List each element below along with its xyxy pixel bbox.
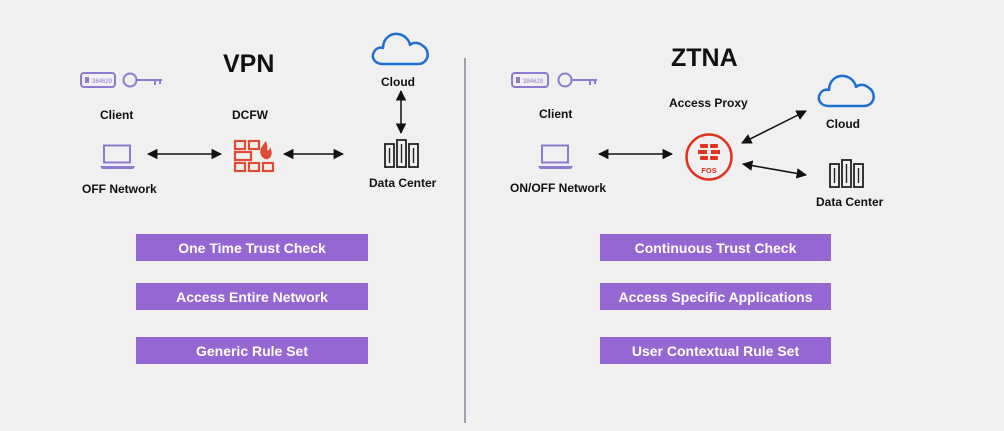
cloud-icon bbox=[371, 32, 429, 66]
laptop-icon bbox=[100, 144, 135, 169]
vpn-feature-1: One Time Trust Check bbox=[136, 234, 368, 261]
server-rack-icon bbox=[384, 139, 419, 168]
vpn-feature-3: Generic Rule Set bbox=[136, 337, 368, 364]
token-icon: 384629 bbox=[80, 72, 116, 88]
laptop-icon bbox=[538, 144, 573, 169]
ztna-cloud-label: Cloud bbox=[826, 117, 860, 131]
cloud-icon bbox=[817, 74, 875, 108]
vpn-title: VPN bbox=[223, 50, 275, 78]
vpn-feature-2: Access Entire Network bbox=[136, 283, 368, 310]
ztna-feature-3: User Contextual Rule Set bbox=[600, 337, 831, 364]
ztna-feature-1: Continuous Trust Check bbox=[600, 234, 831, 261]
ztna-client-label: Client bbox=[539, 107, 573, 121]
vpn-network-label: OFF Network bbox=[82, 182, 157, 196]
token-icon: 384629 bbox=[511, 72, 549, 88]
server-rack-icon bbox=[829, 159, 864, 188]
vpn-firewall-label: DCFW bbox=[232, 108, 268, 122]
vpn-datacenter-label: Data Center bbox=[369, 176, 437, 190]
section-divider bbox=[464, 58, 466, 423]
ztna-proxy-label: Access Proxy bbox=[669, 96, 748, 110]
svg-text:384629: 384629 bbox=[523, 79, 544, 85]
fortinet-proxy-icon: FOS bbox=[685, 133, 733, 181]
key-icon bbox=[122, 72, 162, 88]
arrow-proxy-cloud bbox=[741, 110, 807, 144]
ztna-title: ZTNA bbox=[671, 44, 738, 72]
key-icon bbox=[557, 72, 597, 88]
ztna-datacenter-label: Data Center bbox=[816, 195, 884, 209]
firewall-icon bbox=[233, 139, 275, 173]
svg-text:384629: 384629 bbox=[92, 79, 113, 85]
vpn-client-label: Client bbox=[100, 108, 134, 122]
vpn-cloud-label: Cloud bbox=[381, 75, 415, 89]
ztna-feature-2: Access Specific Applications bbox=[600, 283, 831, 310]
ztna-network-label: ON/OFF Network bbox=[510, 181, 607, 195]
arrow-proxy-datacenter bbox=[741, 160, 808, 179]
svg-text:FOS: FOS bbox=[701, 166, 716, 175]
